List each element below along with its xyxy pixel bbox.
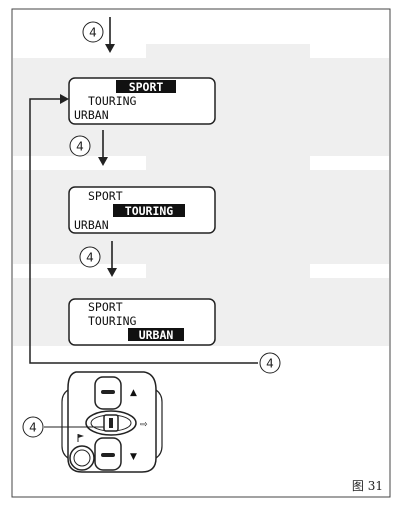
callout-4-top: 4 bbox=[82, 21, 104, 43]
svg-text:4: 4 bbox=[76, 140, 84, 154]
callout-4-second: 4 bbox=[69, 135, 91, 157]
figure-caption: 图 31 bbox=[352, 479, 383, 493]
callout-4-third: 4 bbox=[79, 246, 101, 268]
handlebar-switch: ▲ ⇨ ▼ bbox=[61, 371, 163, 473]
mode-label-urban: URBAN bbox=[74, 108, 109, 122]
right-arrow-icon: ⇨ bbox=[140, 420, 148, 430]
svg-text:图 31: 图 31 bbox=[352, 479, 383, 493]
mode-label-touring: TOURING bbox=[125, 204, 174, 218]
lcd-panel-sport: SPORT TOURING URBAN bbox=[68, 77, 216, 125]
mode-label-sport: SPORT bbox=[129, 80, 164, 94]
mode-label-urban: URBAN bbox=[139, 328, 174, 342]
svg-text:4: 4 bbox=[266, 357, 274, 371]
svg-text:4: 4 bbox=[86, 251, 94, 265]
svg-text:4: 4 bbox=[89, 26, 97, 40]
up-arrow-icon: ▲ bbox=[130, 388, 137, 398]
highlight-bar bbox=[116, 80, 176, 93]
callout-4-loop: 4 bbox=[259, 352, 281, 374]
mode-label-urban: URBAN bbox=[74, 218, 109, 232]
round-button bbox=[69, 445, 95, 471]
mode-label-touring: TOURING bbox=[88, 94, 137, 108]
flag-icon bbox=[77, 434, 84, 442]
highlight-bar bbox=[128, 328, 184, 341]
callout-4-switch: 4 bbox=[22, 416, 104, 438]
down-button: ▼ bbox=[94, 437, 137, 471]
lcd-panel-urban: SPORT TOURING URBAN bbox=[68, 298, 216, 346]
down-arrow-2 bbox=[98, 130, 108, 166]
down-arrow-3 bbox=[107, 241, 117, 277]
figure-frame bbox=[11, 8, 391, 498]
mode-label-touring: TOURING bbox=[88, 314, 137, 328]
down-arrow-1 bbox=[105, 17, 115, 53]
center-joystick: ⇨ bbox=[85, 410, 148, 436]
svg-text:4: 4 bbox=[29, 421, 37, 435]
mode-label-sport: SPORT bbox=[88, 300, 123, 314]
mode-label-sport: SPORT bbox=[88, 189, 123, 203]
lcd-panel-touring: SPORT TOURING URBAN bbox=[68, 186, 216, 234]
highlight-bar bbox=[113, 204, 185, 217]
return-loop-arrow bbox=[29, 94, 258, 364]
up-button: ▲ bbox=[94, 376, 137, 410]
down-arrow-icon: ▼ bbox=[130, 452, 137, 462]
